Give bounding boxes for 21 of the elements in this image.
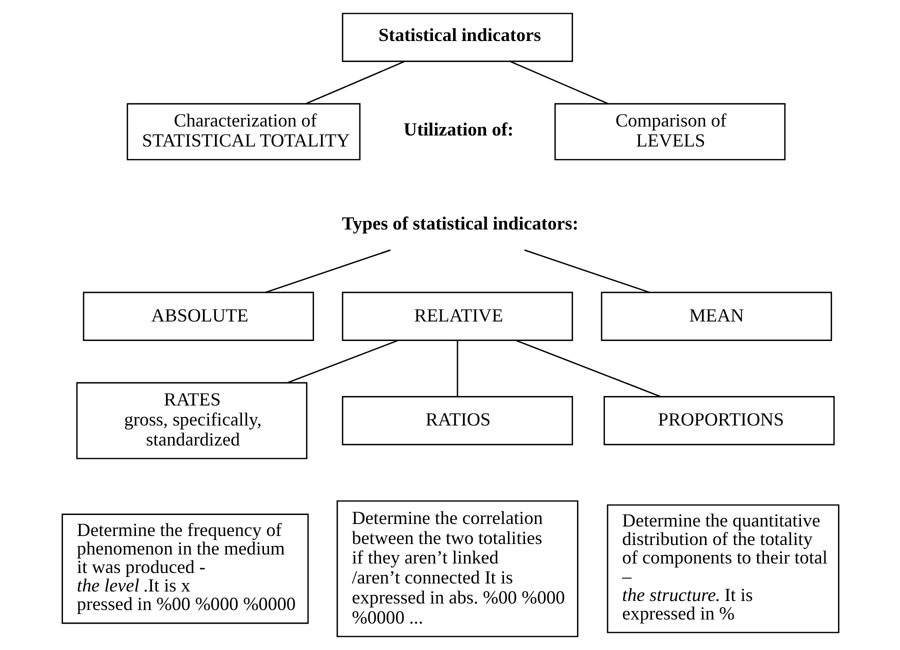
node-box: Determine the quantitative distribution of the totality of components to their total – the structure. It is expressed in % bbox=[606, 504, 839, 634]
connector bbox=[456, 340, 458, 397]
node-box: RATES gross, specifically, standardized bbox=[76, 382, 307, 460]
connector bbox=[524, 249, 650, 294]
label: Utilization of: bbox=[403, 119, 514, 140]
connector bbox=[509, 60, 608, 104]
node-box: RELATIVE bbox=[341, 292, 573, 341]
node-box: Comparison of LEVELS bbox=[554, 103, 786, 160]
connector bbox=[287, 340, 398, 384]
node-box: Determine the frequency of phenomenon in the medium it was produced - the level .It is x pressed in %00 %000 %0000 bbox=[61, 514, 308, 624]
connector bbox=[515, 340, 660, 398]
node-box: Determine the correlation between the two totalities if they aren’t linked /aren’t connected It is expressed in abs. %00 %000 %0000 ... bbox=[336, 500, 578, 638]
connector bbox=[264, 249, 390, 294]
node-box: Characterization of STATISTICAL TOTALITY bbox=[126, 103, 360, 160]
node-box: MEAN bbox=[600, 292, 832, 341]
node-box: PROPORTIONS bbox=[603, 396, 834, 446]
node-box: ABSOLUTE bbox=[82, 292, 314, 341]
node-text: Types of statistical indicators: bbox=[341, 214, 578, 235]
node-box: Statistical indicators bbox=[341, 12, 573, 62]
connector bbox=[304, 60, 404, 104]
node-box: RATIOS bbox=[341, 396, 573, 446]
